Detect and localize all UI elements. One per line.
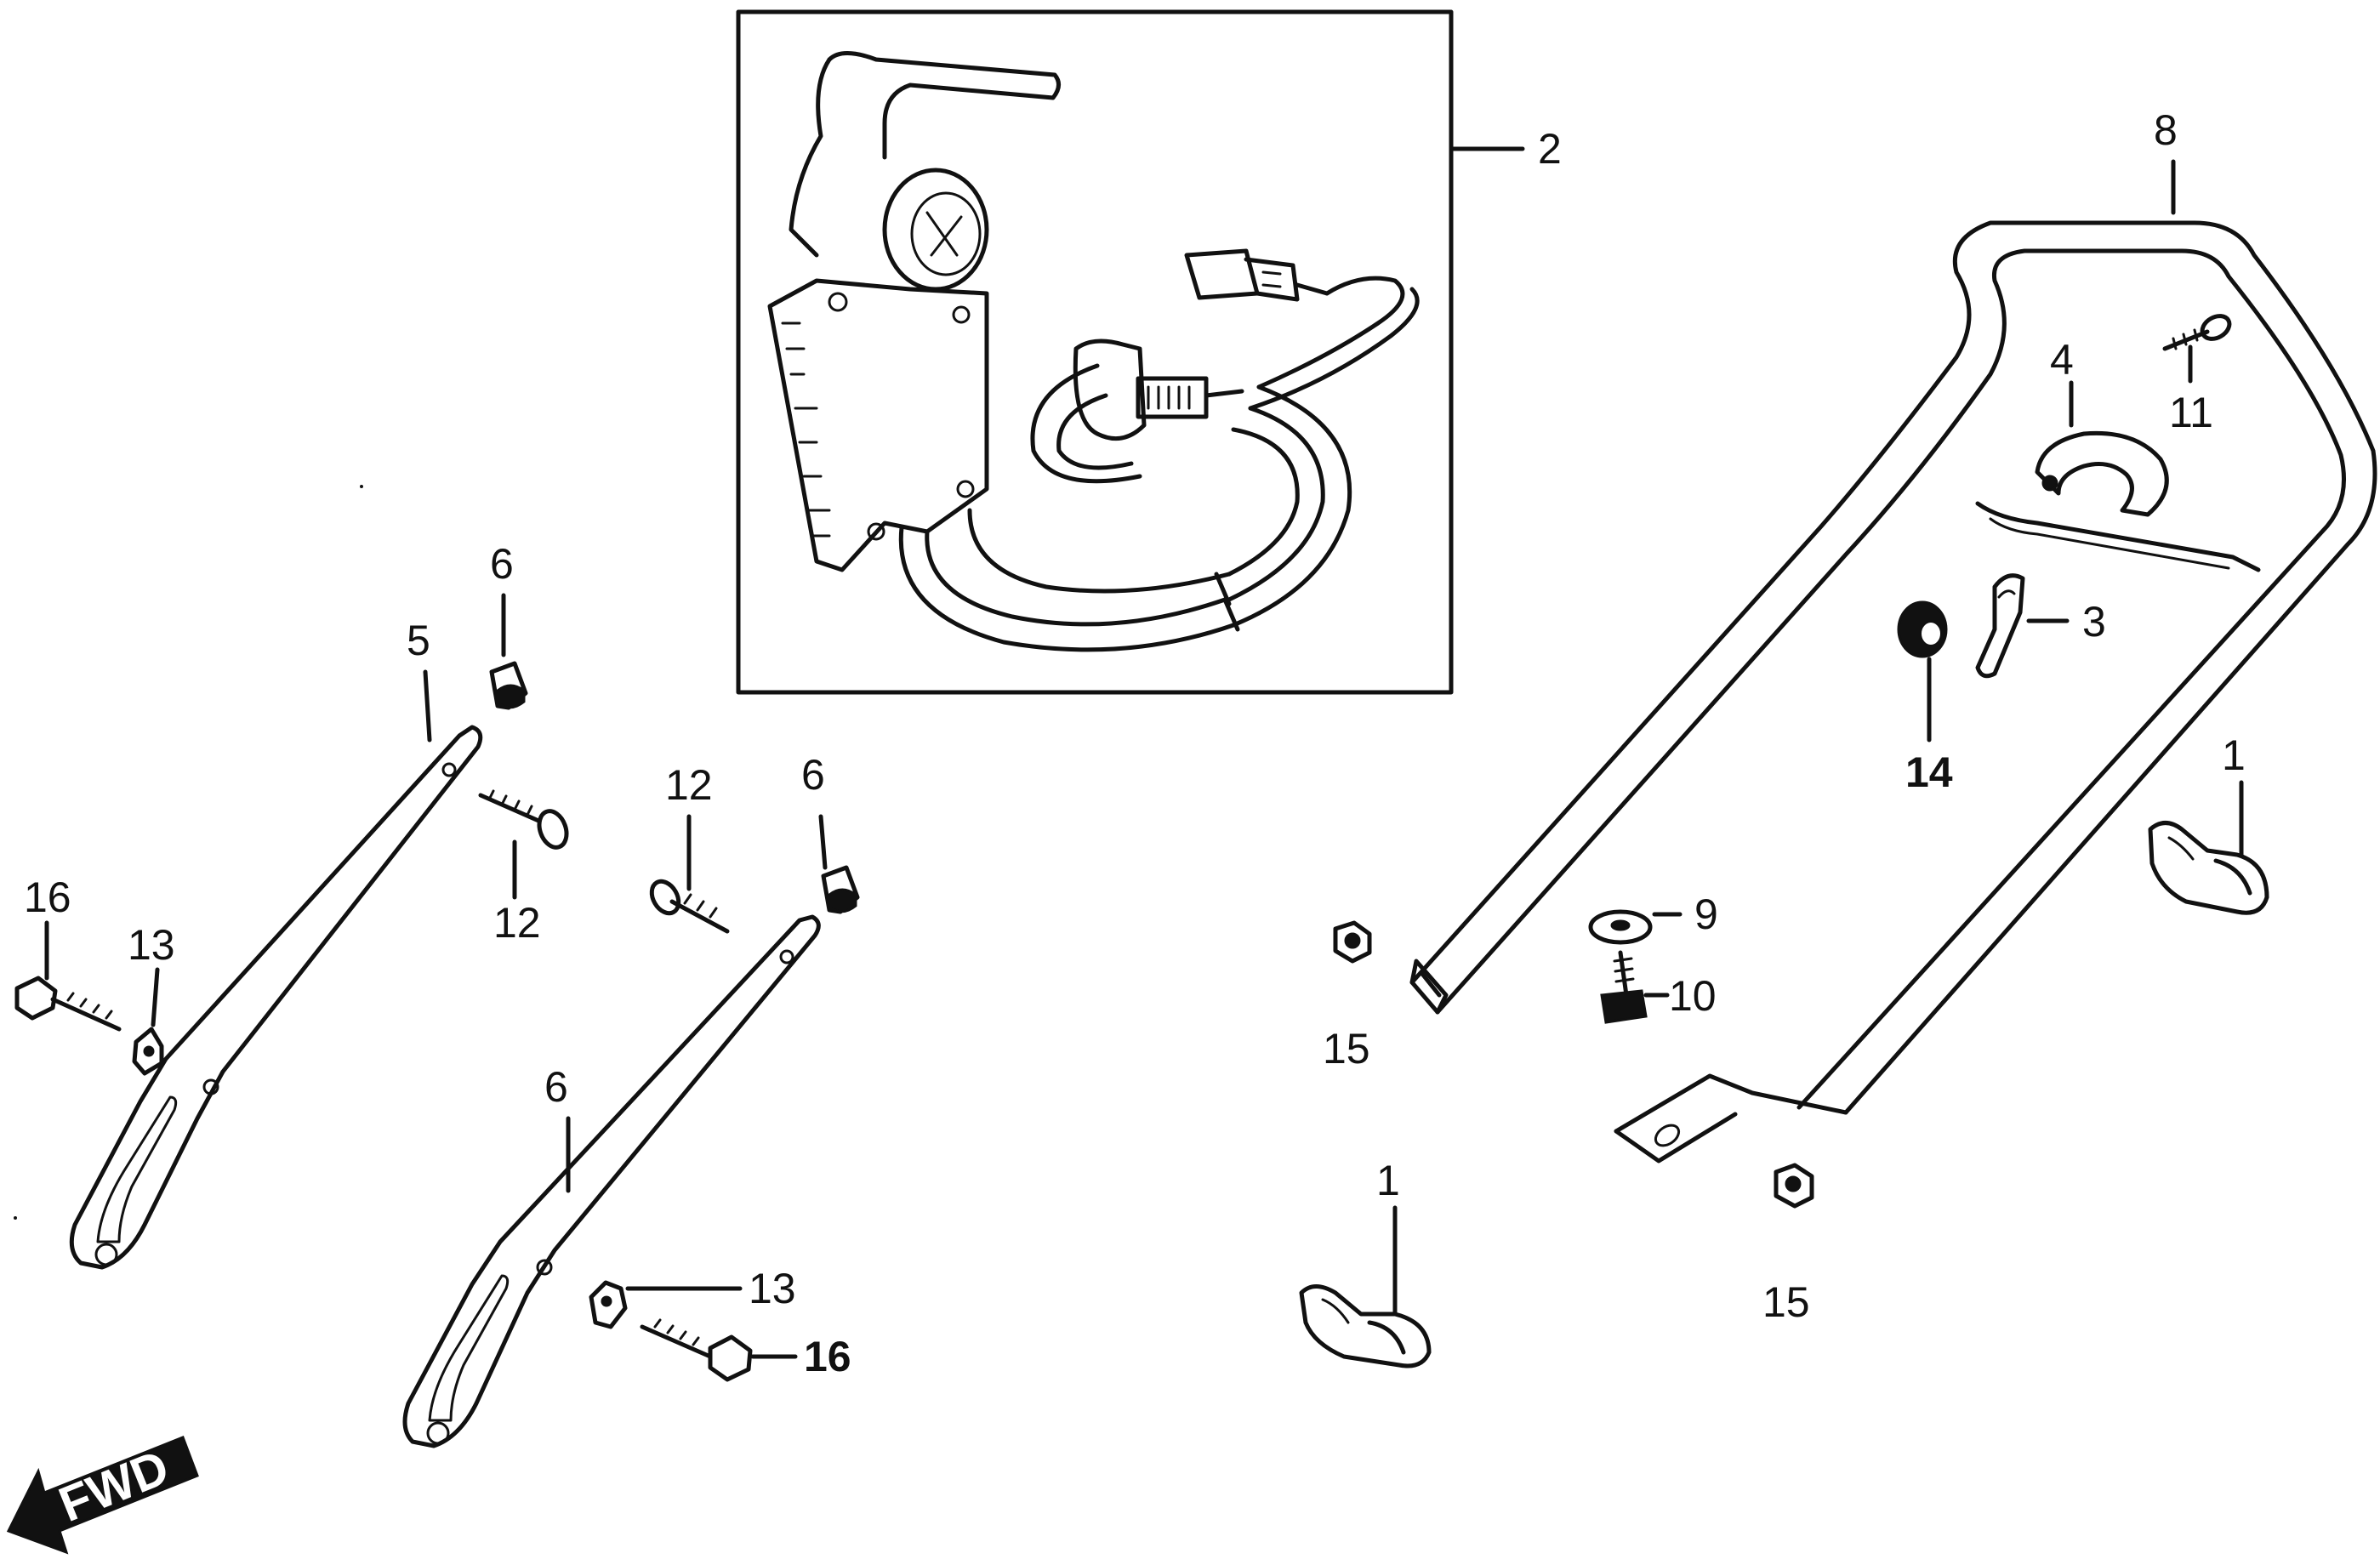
cap-6b (818, 814, 860, 914)
cable-clamp-1a (1299, 1205, 1432, 1368)
part-label-6a: 6 (490, 540, 514, 588)
clip-13b (589, 1280, 743, 1329)
part-label-10: 10 (1669, 972, 1717, 1020)
part-label-1a: 1 (1376, 1157, 1400, 1204)
cable-clamp-1b (2148, 780, 2269, 915)
inset-frame (736, 9, 1454, 695)
part-label-3: 3 (2082, 598, 2106, 646)
handle-frame (1409, 159, 2377, 1164)
inset-switch-assembly (736, 9, 1525, 695)
rod-left-body (69, 725, 483, 1270)
nut-15b (1774, 1163, 1814, 1209)
part-label-14: 14 (1905, 748, 1953, 796)
part-label-16a: 16 (24, 873, 71, 921)
handle-cross-bar (1975, 501, 2261, 572)
part-label-15b: 15 (1762, 1278, 1810, 1326)
bolt-10 (1600, 950, 1670, 1024)
nut-15a (1333, 920, 1372, 964)
rod-right-body (402, 914, 821, 1448)
switch-housing-outline (789, 57, 832, 258)
grommet-14 (1897, 600, 1948, 743)
flange-bolt-16b (640, 1318, 798, 1382)
leader-6b (818, 814, 828, 870)
switch-lever (827, 51, 1061, 160)
part-label-13b: 13 (749, 1265, 796, 1312)
clip-13a (132, 967, 164, 1076)
switch-knob (882, 168, 989, 292)
fwd-arrow-icon (6, 1436, 199, 1555)
part-label-13a: 13 (128, 921, 175, 969)
part-label-1b: 1 (2222, 731, 2246, 779)
part-label-12a: 12 (493, 899, 541, 947)
control-rod-left (69, 669, 483, 1270)
flange-bolt-16a (14, 920, 122, 1032)
part-label-5: 5 (407, 617, 430, 664)
washer-9 (1588, 909, 1683, 945)
fwd-direction-arrow: FWD (6, 1436, 199, 1555)
part-label-15a: 15 (1323, 1025, 1370, 1073)
fwd-label: FWD (52, 1439, 177, 1533)
part-label-2: 2 (1538, 125, 1562, 173)
screw-11 (2162, 314, 2232, 384)
bolt-12b (649, 814, 730, 934)
part-label-11: 11 (2169, 389, 2213, 436)
leader-13a (151, 967, 160, 1027)
cable-clip-3 (1975, 573, 2070, 679)
part-label-4: 4 (2050, 336, 2074, 384)
part-label-12b: 12 (665, 761, 713, 809)
round-connector (1073, 339, 1147, 441)
handle-outer-tube (1409, 220, 2377, 1115)
switch-body (767, 278, 989, 572)
part-label-8: 8 (2154, 106, 2178, 154)
control-rod-right (402, 914, 821, 1448)
part-label-7: 6 (544, 1063, 568, 1111)
bolt-12a (478, 789, 569, 900)
part-label-9: 9 (1694, 890, 1718, 938)
wire-loop-outer (898, 525, 1236, 652)
part-label-16b: 16 (804, 1333, 851, 1380)
cable-guide-4 (2035, 380, 2169, 517)
cap-6a (489, 593, 528, 710)
leader-5 (423, 669, 432, 743)
